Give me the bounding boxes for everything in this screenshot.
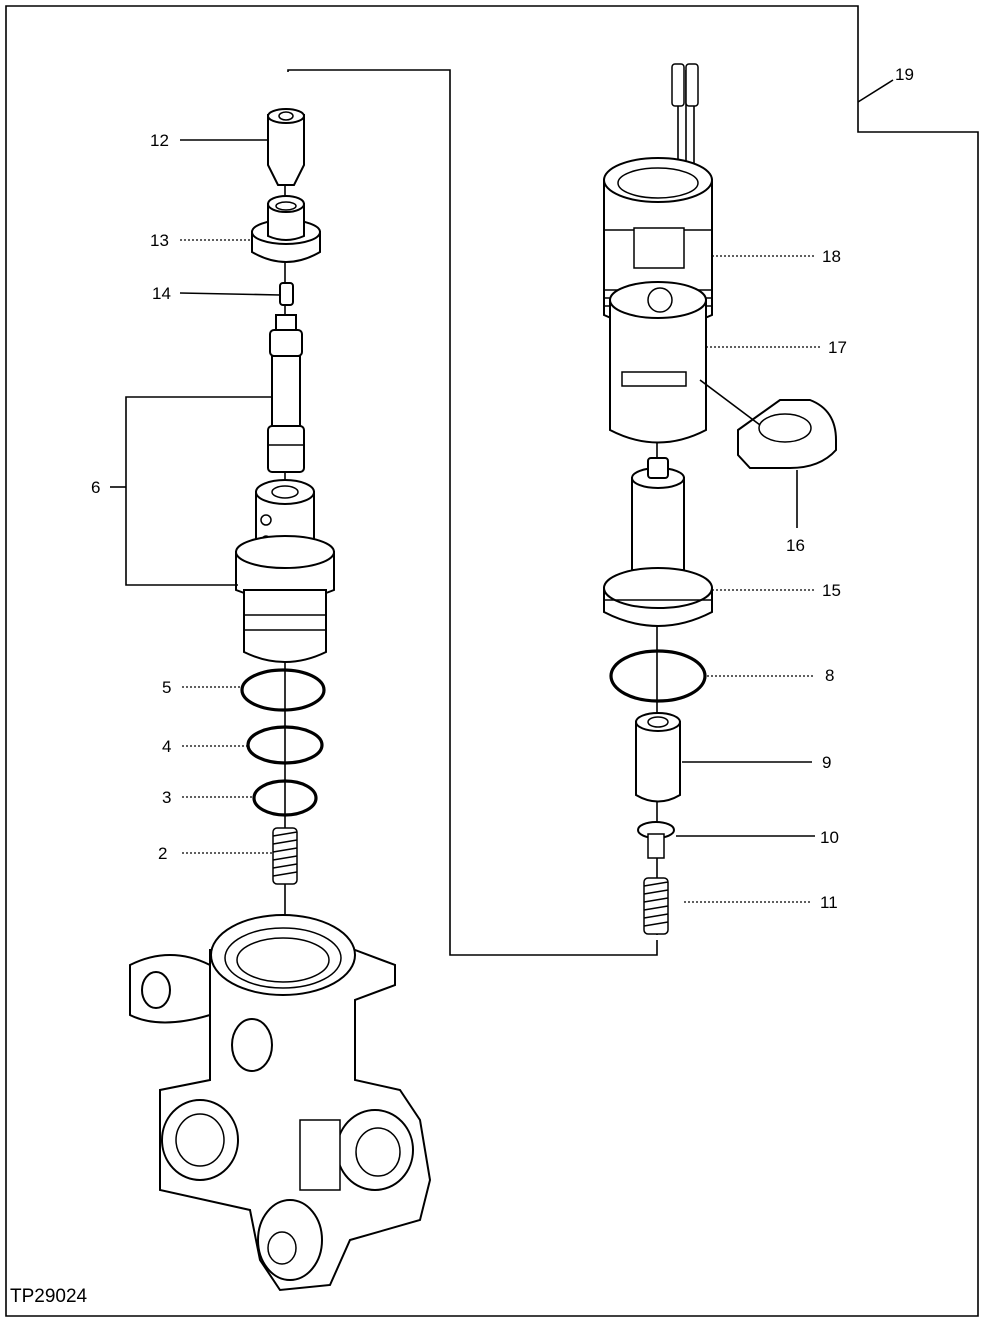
valve-body [129, 914, 432, 1292]
callout-6-bracket [125, 396, 272, 586]
part-14-pin [279, 282, 294, 306]
callout-19: 19 [895, 65, 914, 84]
callout-10: 10 [820, 828, 839, 847]
part-6-sleeve [235, 479, 335, 663]
assembly-connector-line [287, 69, 658, 956]
callout-6: 6 [91, 478, 100, 497]
leader-14 [179, 292, 281, 296]
callout-14: 14 [152, 284, 171, 303]
callout-4: 4 [162, 737, 171, 756]
part-8-o-ring [609, 649, 707, 703]
callout-8: 8 [825, 666, 834, 685]
part-3-o-ring [252, 779, 318, 817]
callout-12: 12 [150, 131, 169, 150]
part-6-spool [267, 314, 305, 473]
part-16-plate [699, 379, 837, 469]
part-11-spring [643, 877, 669, 935]
callout-17: 17 [828, 338, 847, 357]
callout-16: 16 [786, 536, 805, 555]
part-4-o-ring [246, 725, 324, 765]
part-12-nozzle [267, 108, 305, 186]
callout-9: 9 [822, 753, 831, 772]
callout-5: 5 [162, 678, 171, 697]
part-13-flange [251, 195, 321, 263]
part-2-spring [272, 827, 298, 885]
callout-11: 11 [820, 893, 838, 912]
part-10-poppet [637, 821, 675, 859]
part-5-o-ring [240, 668, 326, 712]
callout-2: 2 [158, 844, 167, 863]
leader-19 [857, 79, 894, 103]
part-17-solenoid [609, 281, 707, 444]
callout-15: 15 [822, 581, 841, 600]
assembly-boundary [5, 5, 979, 1317]
figure-reference-code: TP29024 [10, 1286, 88, 1307]
part-15-plunger [603, 457, 713, 627]
part-9-sleeve [635, 712, 681, 803]
callout-18: 18 [822, 247, 841, 266]
callout-3: 3 [162, 788, 171, 807]
callout-13: 13 [150, 231, 169, 250]
